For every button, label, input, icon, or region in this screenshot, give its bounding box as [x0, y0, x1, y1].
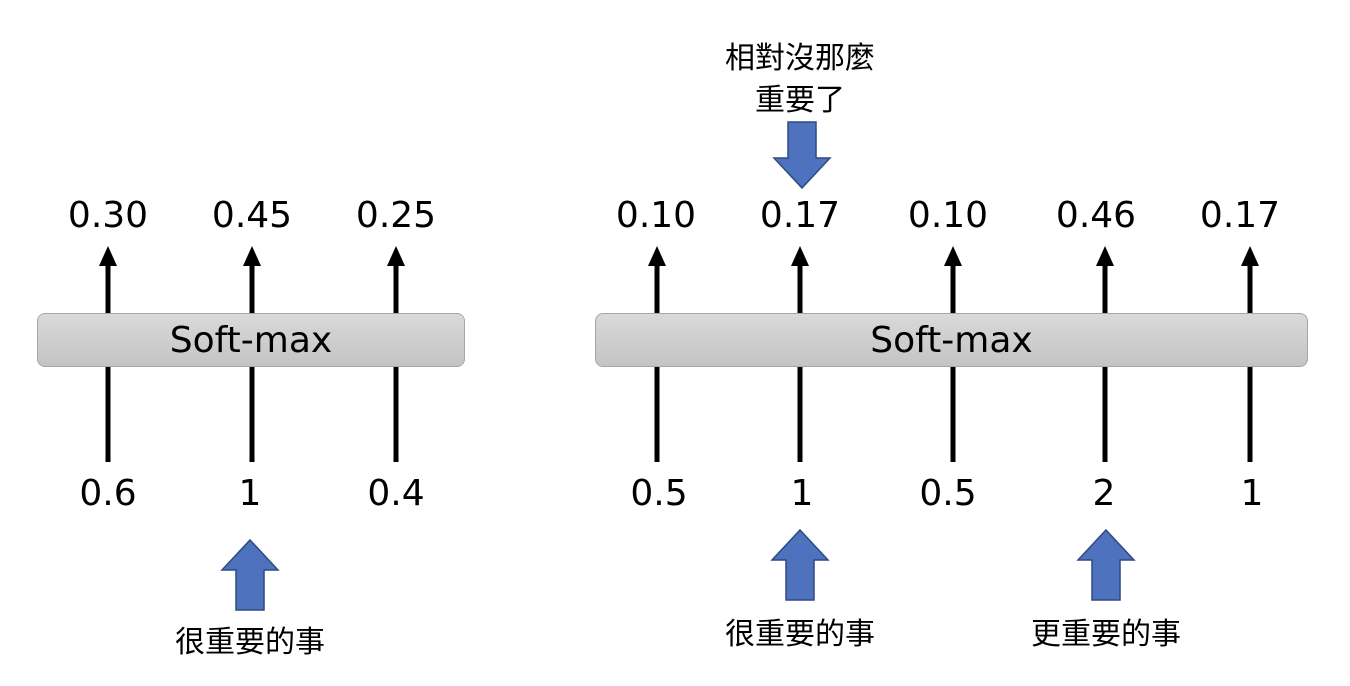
left-input-1: 0.6: [79, 473, 137, 514]
arrow-head-icon: [944, 246, 962, 266]
arrow-head-icon: [648, 246, 666, 266]
right-input-2: 1: [790, 473, 814, 514]
softmax-box-right: Soft-max: [595, 313, 1308, 367]
right-output-3: 0.10: [907, 195, 989, 236]
right-output-2: 0.17: [759, 195, 841, 236]
down-arrow-icon: [772, 121, 832, 190]
softmax-box-left: Soft-max: [37, 313, 465, 367]
arrow-head-icon: [243, 246, 261, 266]
left-output-3: 0.25: [355, 195, 437, 236]
right-top-note-line2: 重要了: [755, 83, 845, 118]
up-arrow-icon: [220, 538, 280, 611]
right-input-5: 1: [1240, 473, 1264, 514]
left-input-2: 1: [238, 473, 262, 514]
left-input-3: 0.4: [367, 473, 425, 514]
right-note-1: 很重要的事: [725, 617, 875, 652]
right-note-2: 更重要的事: [1031, 617, 1181, 652]
right-top-note-line1: 相對沒那麼: [725, 41, 875, 76]
right-output-1: 0.10: [615, 195, 697, 236]
arrow-head-icon: [387, 246, 405, 266]
left-note: 很重要的事: [175, 625, 325, 660]
arrow-head-icon: [1096, 246, 1114, 266]
up-arrow-icon: [1076, 528, 1136, 601]
left-output-1: 0.30: [67, 195, 149, 236]
arrow-head-icon: [99, 246, 117, 266]
arrow-head-icon: [1241, 246, 1259, 266]
up-arrow-icon: [770, 528, 830, 601]
right-input-1: 0.5: [630, 473, 688, 514]
right-output-5: 0.17: [1199, 195, 1281, 236]
right-input-4: 2: [1092, 473, 1116, 514]
right-output-4: 0.46: [1055, 195, 1137, 236]
arrow-head-icon: [791, 246, 809, 266]
right-input-3: 0.5: [919, 473, 977, 514]
left-output-2: 0.45: [211, 195, 293, 236]
